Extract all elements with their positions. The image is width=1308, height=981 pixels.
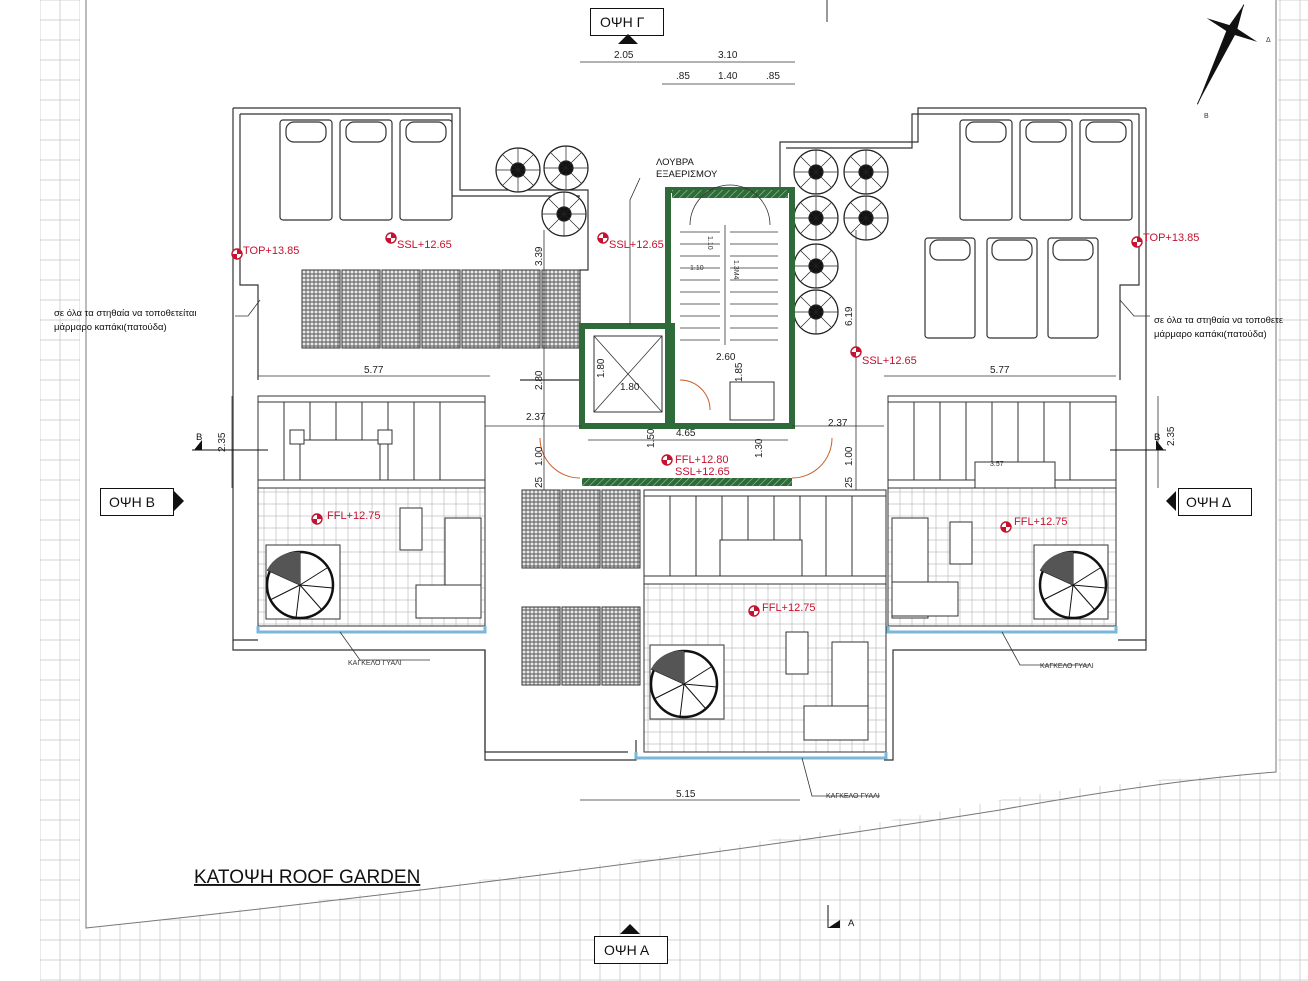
view-label-right [1178,488,1252,516]
solar-panels [301,269,641,686]
terrace-bottom [634,583,888,760]
view-label-left [100,488,174,516]
pergola-left [257,395,486,489]
pergola-bottom [643,489,887,585]
railing-leaders [235,177,1150,797]
sun-loungers-left [279,119,453,221]
view-label-bottom [594,936,668,964]
terrace-left [256,487,487,634]
sun-loungers-right [924,119,1133,339]
dimension-lines [231,61,1159,801]
stair-core [539,184,833,486]
planters [495,145,889,335]
terrace-right [886,487,1118,634]
pergola-right [887,395,1117,489]
view-label-top [590,8,664,36]
site-paving [40,0,1308,981]
